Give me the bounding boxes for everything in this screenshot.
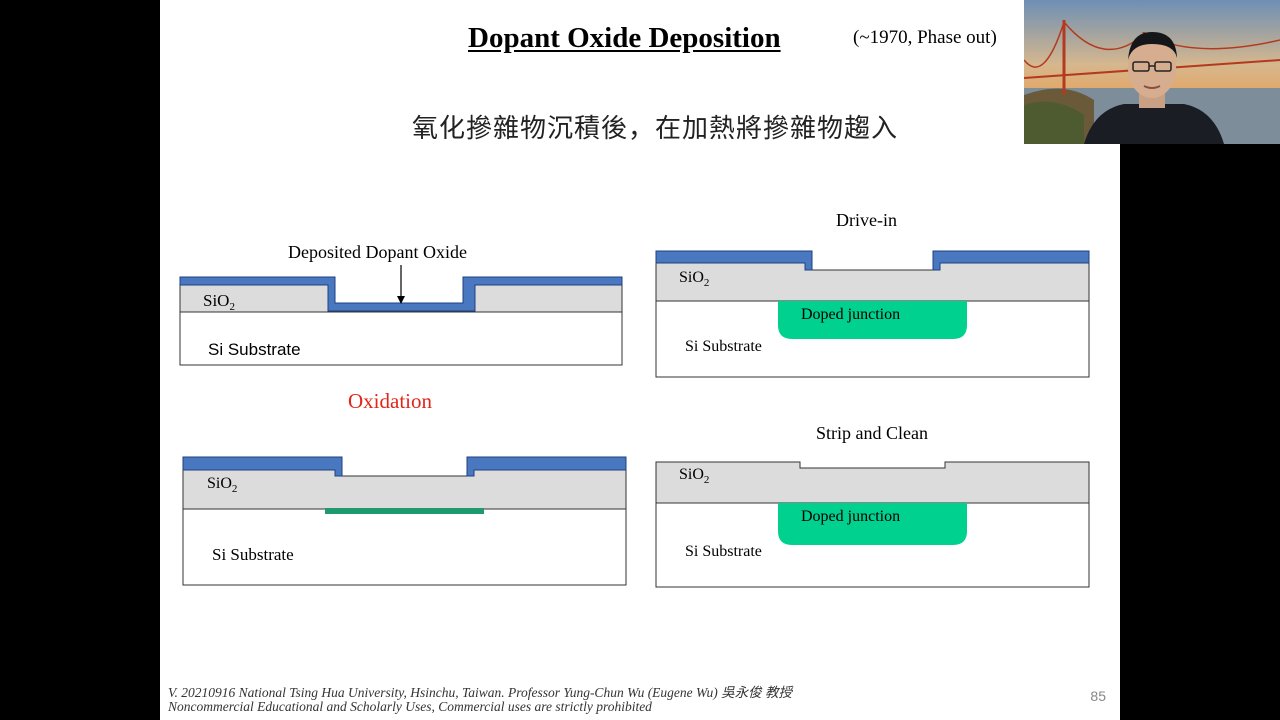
oxidation-panel <box>182 456 627 586</box>
deposition-panel <box>179 265 623 366</box>
webcam-image <box>1024 0 1280 144</box>
dopant-oxide-layer <box>655 250 1090 271</box>
drive-in-panel <box>655 250 1090 378</box>
footer-copyright: V. 20210916 National Tsing Hua Universit… <box>168 685 793 700</box>
sio2-label: SiO2 <box>207 475 238 495</box>
dopant-oxide-layer <box>182 456 627 477</box>
callout-arrow-head <box>397 296 405 304</box>
drive-in-heading: Drive-in <box>836 210 897 230</box>
sio2-layer <box>655 262 1090 302</box>
substrate-label: Si Substrate <box>685 338 762 355</box>
sio2-label: SiO2 <box>679 269 710 289</box>
strip-clean-panel <box>655 461 1090 588</box>
substrate-label: Si Substrate <box>208 340 301 359</box>
slide: Dopant Oxide Deposition (~1970, Phase ou… <box>160 0 1120 720</box>
presenter-video-feed <box>1024 0 1280 144</box>
doped-junction <box>778 503 967 545</box>
dopant-oxide-layer <box>179 276 623 312</box>
slide-title: Dopant Oxide Deposition <box>468 22 781 54</box>
era-note: (~1970, Phase out) <box>853 27 997 48</box>
footer-usage-notice: Noncommercial Educational and Scholarly … <box>168 699 652 714</box>
doped-junction <box>778 301 967 339</box>
substrate-box <box>182 508 627 586</box>
chinese-subtitle: 氧化摻雜物沉積後，在加熱將摻雜物趨入 <box>412 114 899 144</box>
dopant-layer <box>325 508 484 514</box>
substrate-box <box>179 311 623 366</box>
substrate-label: Si Substrate <box>212 545 294 564</box>
sio2-layer <box>655 461 1090 504</box>
page-number: 85 <box>1090 688 1106 704</box>
doped-junction-label: Doped junction <box>801 508 901 525</box>
strip-clean-heading: Strip and Clean <box>816 423 928 443</box>
sio2-layer <box>182 469 627 510</box>
substrate-label: Si Substrate <box>685 543 762 560</box>
sio2-label: SiO2 <box>679 466 710 486</box>
oxidation-heading: Oxidation <box>348 389 432 413</box>
sio2-label: SiO2 <box>203 291 235 313</box>
process-diagrams <box>179 250 1090 588</box>
deposited-oxide-callout: Deposited Dopant Oxide <box>288 242 467 262</box>
doped-junction-label: Doped junction <box>801 306 901 323</box>
